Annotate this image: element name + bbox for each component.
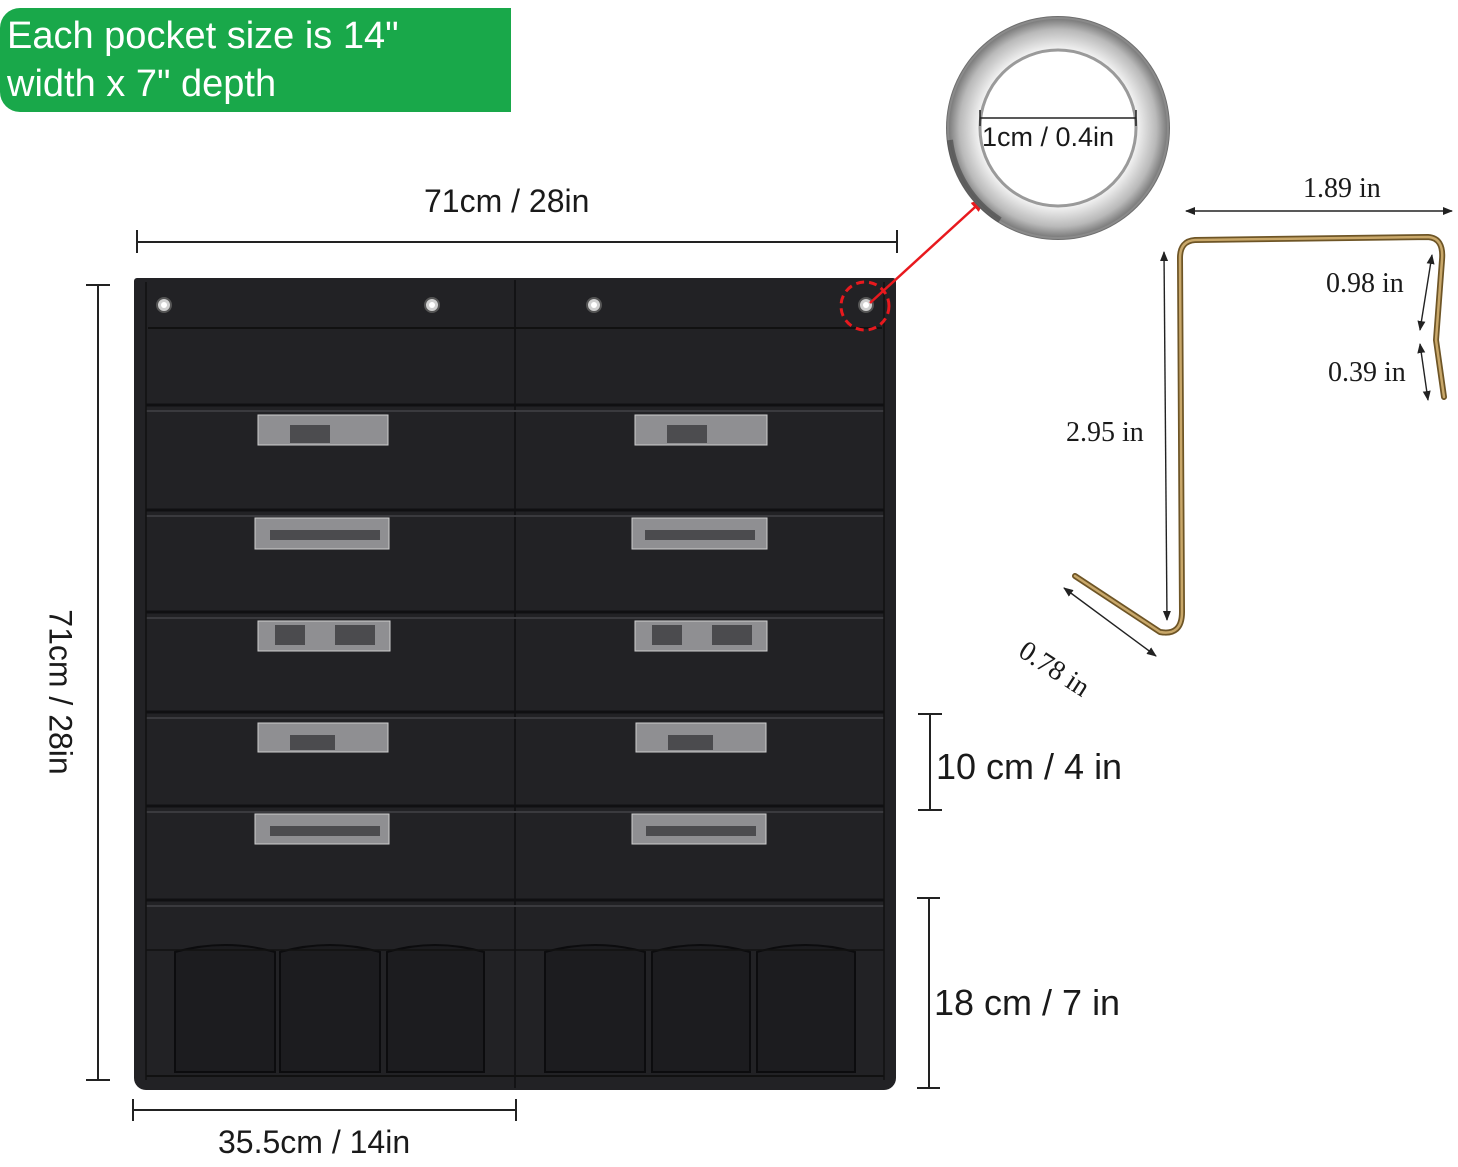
grommet-ring-icon	[946, 16, 1170, 240]
hook-height-label: 2.95 in	[1066, 417, 1144, 448]
hook-tip-lower-label: 0.39 in	[1328, 357, 1406, 388]
pocket-size-banner: Each pocket size is 14" width x 7" depth	[0, 8, 511, 112]
total-width-label: 71cm / 28in	[424, 183, 590, 219]
grommet-diameter-label: 1cm / 0.4in	[982, 122, 1115, 152]
grommet-icons	[156, 297, 874, 313]
hook-tip-upper-label: 0.98 in	[1326, 268, 1404, 299]
s-hook-icon	[1072, 234, 1447, 636]
hook-width-label: 1.89 in	[1303, 173, 1381, 204]
total-height-label: 71cm / 28in	[42, 609, 79, 775]
banner-line-2: width x 7" depth	[7, 63, 277, 105]
pocket-width-label: 35.5cm / 14in	[218, 1124, 411, 1160]
banner-line-1: Each pocket size is 14"	[7, 15, 399, 57]
bottom-pocket-height-label: 18 cm / 7 in	[934, 982, 1121, 1023]
organizer-details	[145, 280, 891, 1088]
pocket-height-label: 10 cm / 4 in	[936, 746, 1123, 787]
